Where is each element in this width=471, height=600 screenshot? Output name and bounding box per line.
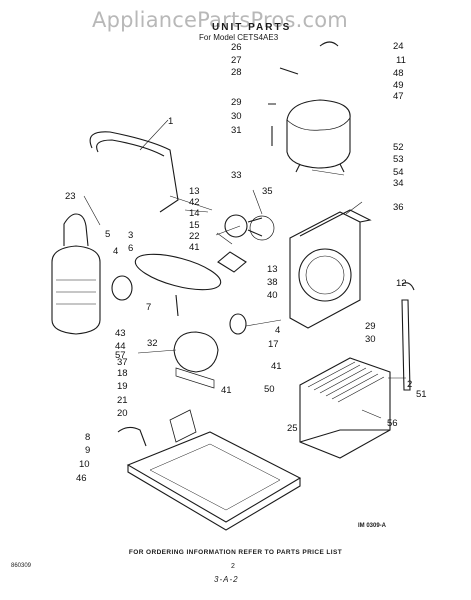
- part-label: 20: [117, 408, 128, 419]
- part-label: 34: [393, 178, 404, 189]
- document-code: 860309: [11, 563, 32, 569]
- page-code: 3-A-2: [214, 575, 239, 584]
- part-label: 30: [365, 334, 376, 345]
- part-label: 10: [79, 459, 90, 470]
- illustration-code: IM 0309-A: [358, 523, 387, 529]
- part-label: 41: [271, 361, 282, 372]
- part-label: 25: [287, 423, 298, 434]
- fan-motor-part: [173, 331, 219, 373]
- part-label: 6: [128, 243, 133, 254]
- leader-lines: [83, 119, 406, 419]
- part-number-labels: 1 2 3 4 4 5 6 7 8 9 10 11 12 13 13 14 15…: [65, 41, 427, 484]
- part-label: 57: [115, 350, 126, 361]
- blower-wheel-part: [224, 214, 248, 238]
- part-label: 2: [407, 379, 412, 390]
- part-label: 13: [267, 264, 278, 275]
- ordering-note: FOR ORDERING INFORMATION REFER TO PARTS …: [128, 549, 343, 556]
- part-label: 27: [231, 55, 242, 66]
- model-subtitle: For Model CETS4AE3: [199, 33, 279, 42]
- part-label: 26: [231, 42, 242, 53]
- part-label: 14: [189, 208, 200, 219]
- part-label: 48: [393, 68, 404, 79]
- part-label: 8: [85, 432, 90, 443]
- part-label: 36: [393, 202, 404, 213]
- part-label: 37: [117, 357, 128, 368]
- part-label: 56: [387, 418, 398, 429]
- part-label: 53: [393, 154, 404, 165]
- part-label: 21: [117, 395, 128, 406]
- part-label: 47: [393, 91, 404, 102]
- part-label: 18: [117, 368, 128, 379]
- part-label: 54: [393, 167, 404, 178]
- watermark: AppliancePartsPros.com: [92, 8, 348, 32]
- part-label: 3: [128, 230, 133, 241]
- part-label: 41: [189, 242, 200, 253]
- accumulator-part: [51, 245, 101, 335]
- part-label: 4: [275, 325, 280, 336]
- part-label: 32: [147, 338, 158, 349]
- part-label: 29: [365, 321, 376, 332]
- page-number: 2: [231, 563, 235, 570]
- part-label: 35: [262, 186, 273, 197]
- part-label: 30: [231, 111, 242, 122]
- part-label: 17: [268, 339, 279, 350]
- compressor-part: [286, 99, 351, 169]
- shroud-part: [289, 211, 361, 329]
- part-label: 9: [85, 445, 90, 456]
- part-label: 50: [264, 384, 275, 395]
- part-label: 49: [393, 80, 404, 91]
- part-label: 5: [105, 229, 110, 240]
- part-label: 42: [189, 197, 200, 208]
- part-label: 12: [396, 278, 407, 289]
- part-label: 29: [231, 97, 242, 108]
- pulley-part: [111, 275, 133, 301]
- tubing-part: [89, 131, 179, 213]
- part-label: 51: [416, 389, 427, 400]
- part-label: 41: [221, 385, 232, 396]
- part-label: 28: [231, 67, 242, 78]
- part-label: 40: [267, 290, 278, 301]
- part-label: 33: [231, 170, 242, 181]
- part-label: 1: [168, 116, 173, 127]
- part-label: 13: [189, 186, 200, 197]
- part-label: 4: [113, 246, 118, 257]
- diagram-title: UNIT PARTS: [212, 22, 292, 33]
- part-label: 46: [76, 473, 87, 484]
- part-label: 19: [117, 381, 128, 392]
- part-label: 38: [267, 277, 278, 288]
- part-label: 7: [146, 302, 151, 313]
- part-label: 44: [115, 341, 126, 352]
- part-label: 52: [393, 142, 404, 153]
- part-label: 23: [65, 191, 76, 202]
- part-label: 43: [115, 328, 126, 339]
- parts-artwork: [51, 41, 415, 531]
- part-label: 24: [393, 41, 404, 52]
- part-label: 11: [396, 55, 406, 66]
- belt-part: [134, 253, 222, 291]
- part-label: 22: [189, 231, 200, 242]
- part-label: 15: [189, 220, 200, 231]
- part-label: 31: [231, 125, 242, 136]
